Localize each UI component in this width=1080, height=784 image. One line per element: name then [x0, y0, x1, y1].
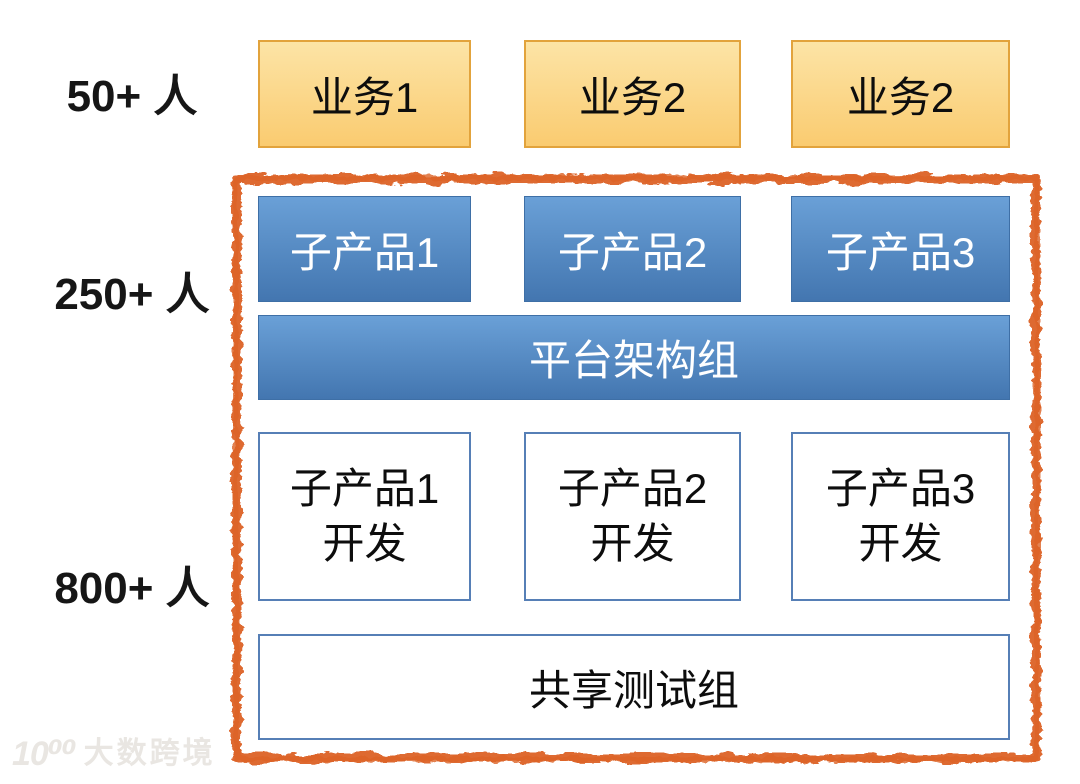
shared-test-label: 共享测试组	[528, 666, 739, 714]
dev-box-3-line2: 开发	[858, 519, 943, 567]
platform-architecture-bar: 平台架构组	[258, 315, 1010, 400]
headcount-label-dev: 800+ 人	[54, 564, 210, 613]
business-box-1: 业务1	[258, 40, 471, 148]
dev-box-1: 子产品1 开发	[258, 432, 471, 601]
sub-product-box-3: 子产品3	[791, 196, 1010, 302]
brand-watermark-text: 大数跨境	[83, 737, 216, 770]
sub-product-box-2-label: 子产品2	[557, 228, 708, 276]
business-box-2-label: 业务2	[578, 73, 687, 121]
headcount-label-business: 50+ 人	[66, 72, 198, 121]
brand-logo-icon: 10⁰⁰	[12, 735, 77, 773]
business-box-2: 业务2	[524, 40, 741, 148]
shared-test-bar: 共享测试组	[258, 634, 1010, 740]
dev-box-2-line1: 子产品2	[557, 464, 708, 512]
dev-box-2: 子产品2 开发	[524, 432, 741, 601]
dev-box-3-line1: 子产品3	[825, 464, 976, 512]
headcount-label-product: 250+ 人	[54, 270, 210, 319]
dev-box-1-line2: 开发	[322, 519, 407, 567]
business-box-1-label: 业务1	[310, 73, 419, 121]
sub-product-box-1-label: 子产品1	[289, 228, 440, 276]
platform-architecture-label: 平台架构组	[528, 337, 739, 384]
dev-box-1-line1: 子产品1	[289, 464, 440, 512]
dev-box-2-line2: 开发	[590, 519, 675, 567]
business-box-3: 业务2	[791, 40, 1010, 148]
sub-product-box-3-label: 子产品3	[825, 228, 976, 276]
brand-watermark: 10⁰⁰ 大数跨境	[12, 736, 216, 772]
sub-product-box-1: 子产品1	[258, 196, 471, 302]
sub-product-box-2: 子产品2	[524, 196, 741, 302]
dev-box-3: 子产品3 开发	[791, 432, 1010, 601]
business-box-3-label: 业务2	[846, 73, 955, 121]
